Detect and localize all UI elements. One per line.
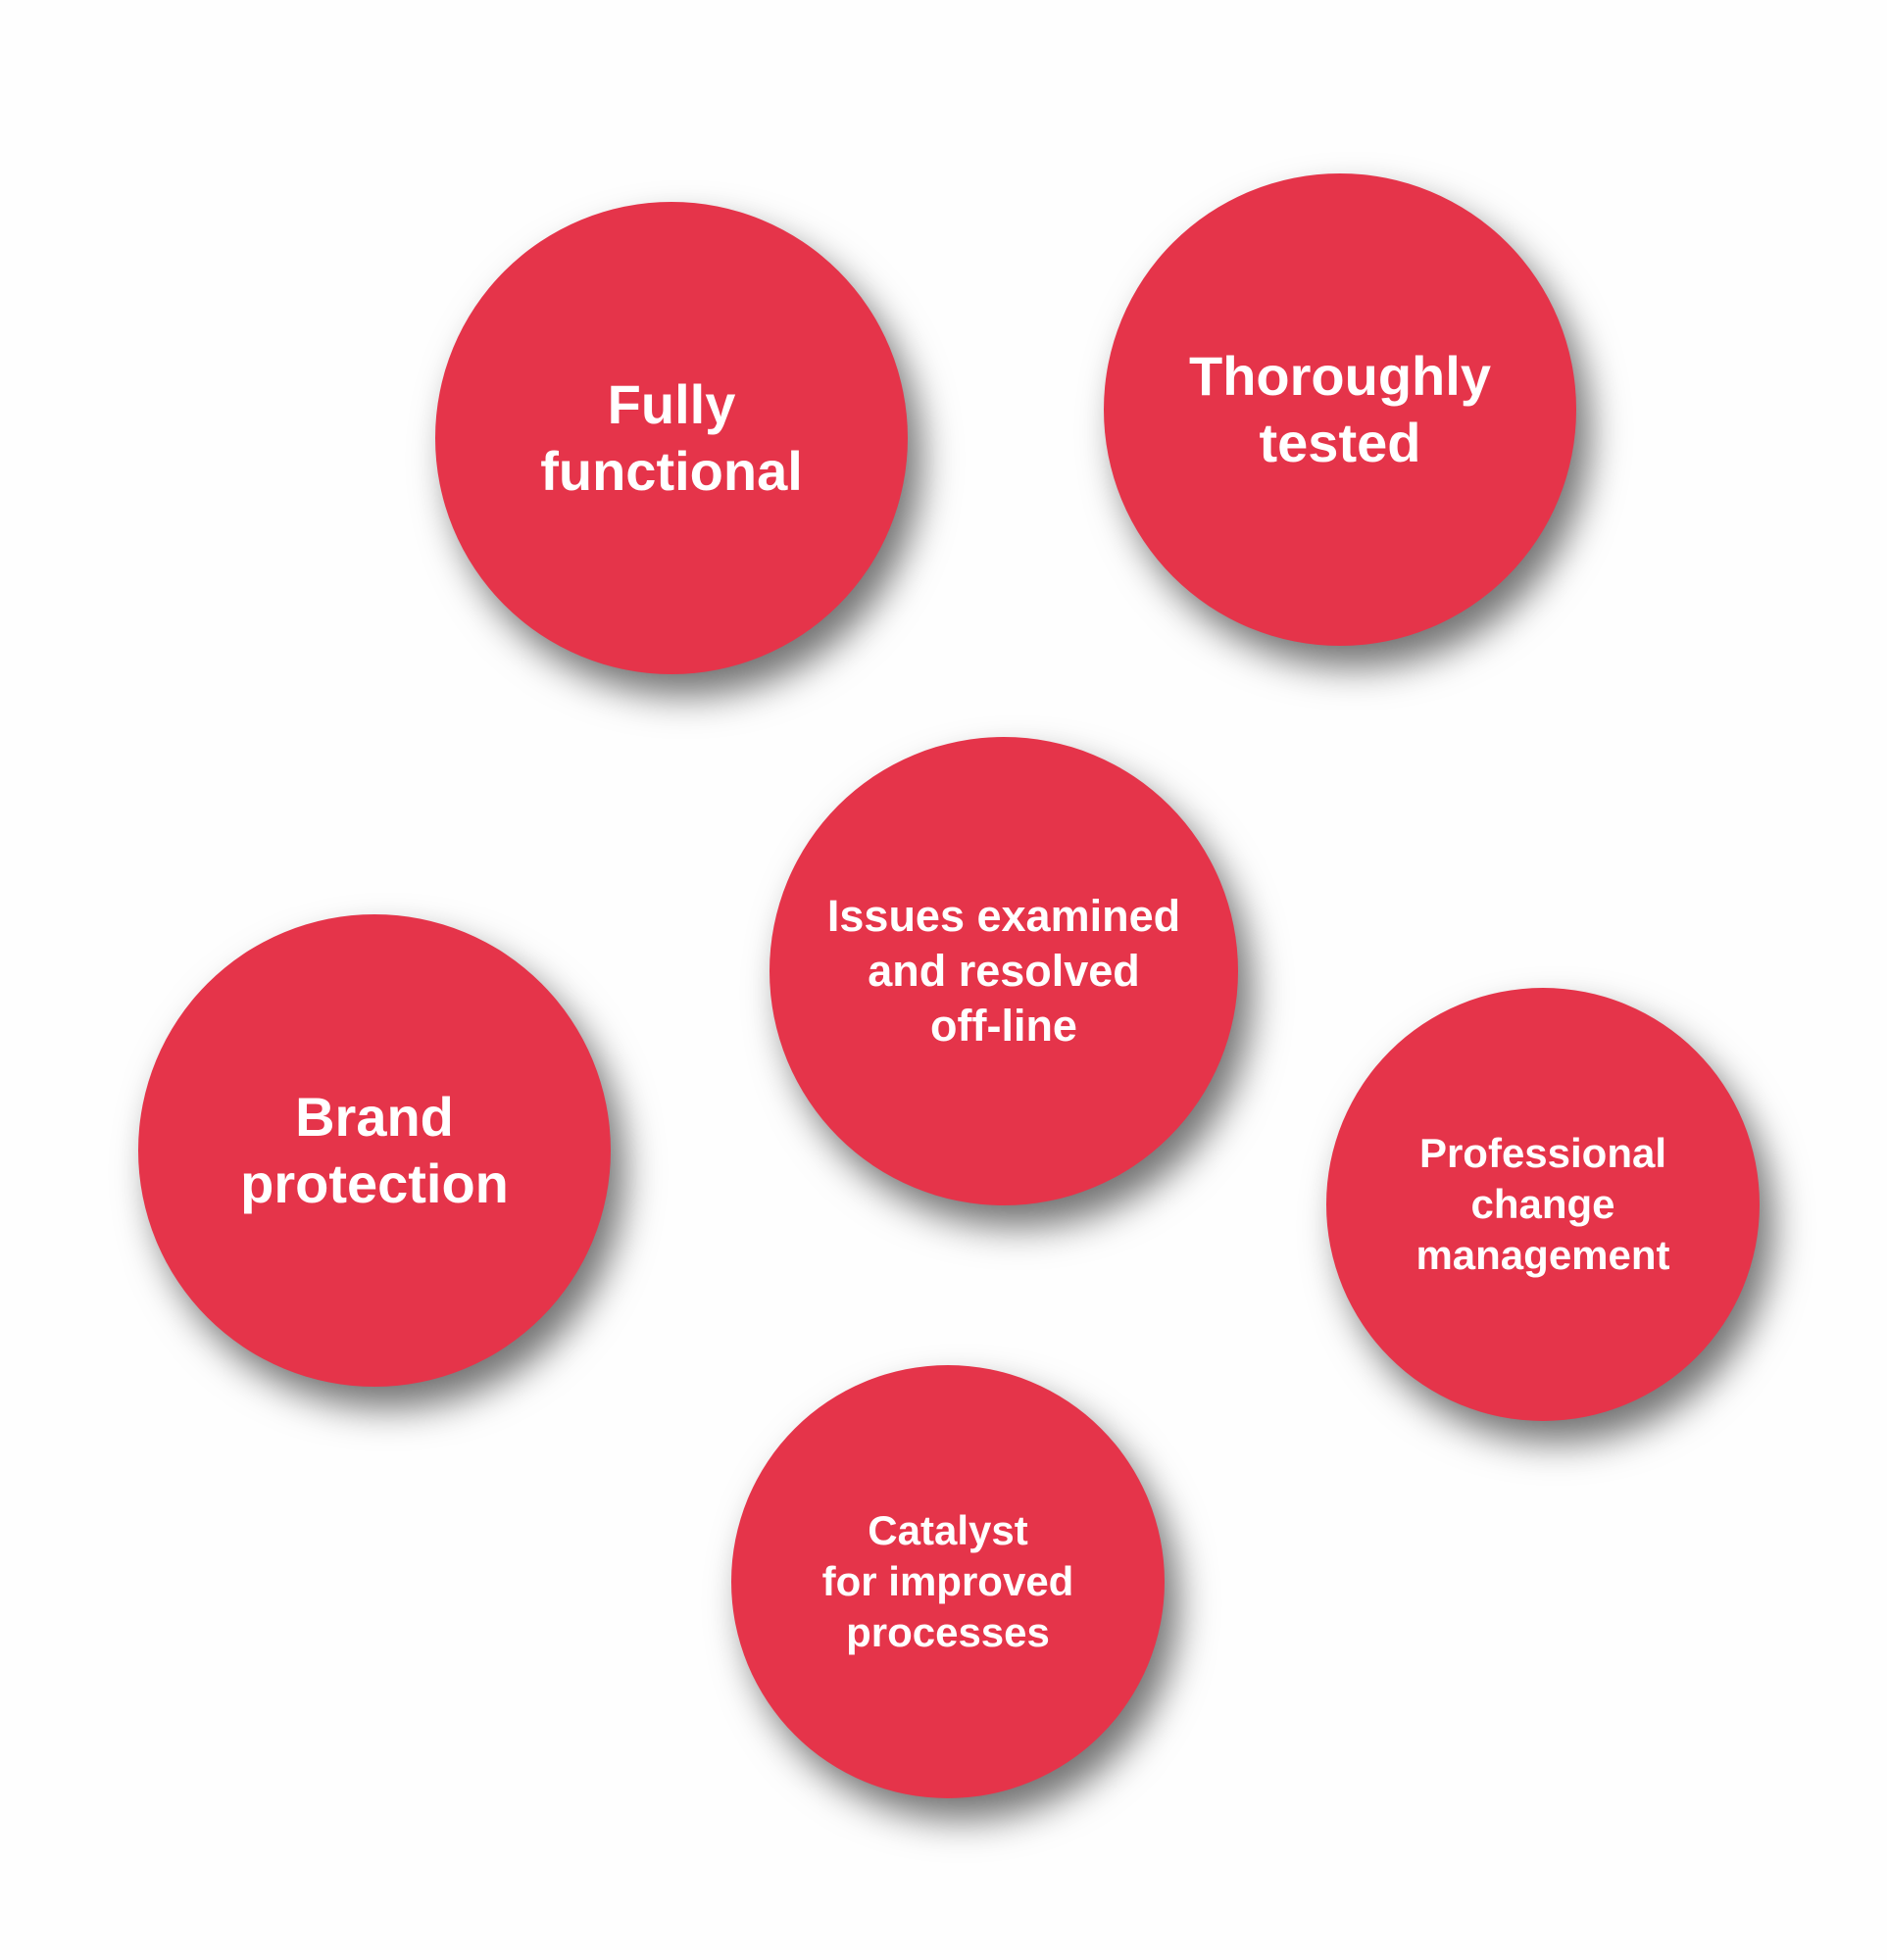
- circle-issues-resolved: Issues examined and resolved off-line: [770, 737, 1238, 1205]
- circle-label: Brand protection: [240, 1086, 509, 1214]
- circle-label: Professional change management: [1415, 1130, 1670, 1278]
- circle-label: Thoroughly tested: [1189, 345, 1491, 473]
- circle-label: Fully functional: [540, 373, 803, 502]
- circle-catalyst: Catalyst for improved processes: [731, 1365, 1165, 1798]
- circle-thoroughly-tested: Thoroughly tested: [1104, 173, 1576, 646]
- circle-label: Issues examined and resolved off-line: [826, 891, 1181, 1051]
- circle-change-management: Professional change management: [1326, 988, 1760, 1421]
- circle-brand-protection: Brand protection: [138, 914, 611, 1387]
- circle-fully-functional: Fully functional: [435, 202, 908, 674]
- circle-label: Catalyst for improved processes: [821, 1507, 1074, 1655]
